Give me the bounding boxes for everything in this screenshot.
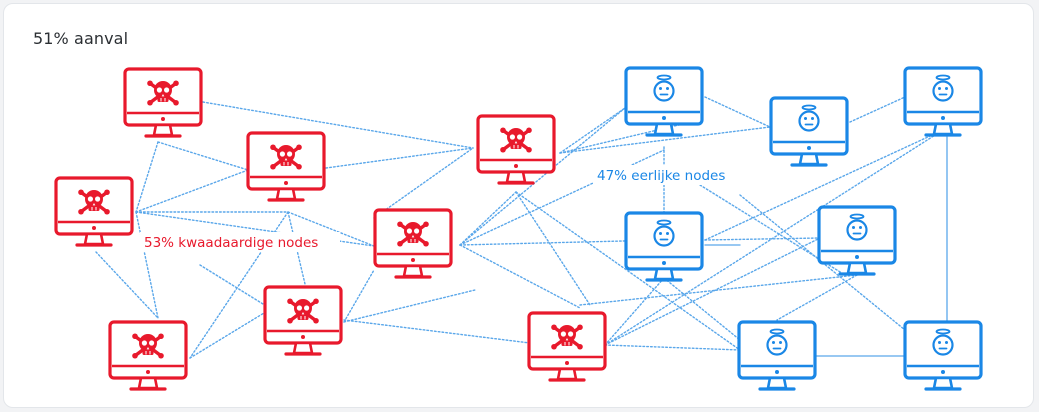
- network-link: [663, 277, 741, 341]
- diagram-title: 51% aanval: [33, 29, 129, 48]
- malicious-node: [54, 176, 134, 247]
- neutral-face-halo-icon: [653, 219, 675, 247]
- skull-crossbones-icon: [551, 324, 583, 350]
- network-link: [515, 191, 741, 351]
- network-link: [459, 107, 626, 246]
- network-link: [325, 147, 474, 169]
- malicious-node: [476, 114, 556, 185]
- malicious-node: [263, 285, 343, 356]
- group-labels: 53% kwaadaardige nodes 47% eerlijke node…: [140, 165, 739, 252]
- honest-node: [737, 320, 817, 391]
- skull-crossbones-icon: [270, 144, 302, 170]
- network-link: [343, 319, 531, 344]
- malicious-node: [246, 131, 326, 202]
- network-link: [202, 101, 474, 149]
- neutral-face-halo-icon: [846, 213, 868, 241]
- honest-node: [769, 96, 849, 167]
- network-link: [135, 141, 159, 213]
- network-link: [704, 96, 771, 128]
- honest-node: [903, 320, 983, 391]
- malicious-nodes-label: 53% kwaadaardige nodes: [144, 235, 318, 251]
- honest-node: [624, 211, 704, 282]
- network-link: [459, 239, 665, 246]
- network-link: [135, 211, 375, 247]
- network-link: [704, 129, 944, 241]
- skull-crossbones-icon: [287, 298, 319, 324]
- network-link: [849, 96, 906, 123]
- skull-crossbones-icon: [500, 127, 532, 153]
- network-link: [95, 251, 159, 319]
- honest-node: [624, 66, 704, 137]
- network-link: [373, 147, 474, 219]
- network-link: [287, 211, 306, 285]
- network-link: [604, 277, 665, 346]
- network-link: [343, 289, 476, 323]
- malicious-node: [527, 311, 607, 382]
- network-link: [189, 211, 289, 359]
- neutral-face-halo-icon: [932, 328, 954, 356]
- network-link: [604, 237, 821, 346]
- network-link: [157, 141, 249, 171]
- network-link: [343, 269, 375, 323]
- skull-crossbones-icon: [397, 221, 429, 247]
- network-link: [459, 244, 581, 309]
- network-link: [515, 191, 591, 306]
- skull-crossbones-icon: [78, 189, 110, 215]
- malicious-label-bg: [140, 232, 340, 252]
- network-link: [604, 344, 741, 351]
- network-link: [459, 191, 517, 246]
- malicious-node: [373, 208, 453, 279]
- neutral-face-halo-icon: [932, 74, 954, 102]
- network-nodes: [54, 66, 983, 391]
- network-link: [135, 169, 249, 213]
- honest-label-bg: [593, 165, 739, 185]
- malicious-node: [108, 320, 188, 391]
- honest-nodes-label: 47% eerlijke nodes: [597, 168, 725, 184]
- honest-node: [903, 66, 983, 137]
- network-link: [135, 211, 159, 319]
- network-link: [776, 274, 858, 321]
- skull-crossbones-icon: [147, 80, 179, 106]
- network-link: [559, 126, 771, 154]
- network-link: [704, 237, 821, 241]
- malicious-node: [123, 67, 203, 138]
- network-link: [189, 312, 265, 359]
- neutral-face-halo-icon: [798, 104, 820, 132]
- network-link: [604, 129, 944, 346]
- skull-crossbones-icon: [132, 333, 164, 359]
- neutral-face-halo-icon: [653, 74, 675, 102]
- neutral-face-halo-icon: [766, 328, 788, 356]
- network-link: [287, 211, 375, 247]
- network-link: [559, 107, 626, 154]
- honest-node: [817, 205, 897, 276]
- network-link: [579, 274, 858, 306]
